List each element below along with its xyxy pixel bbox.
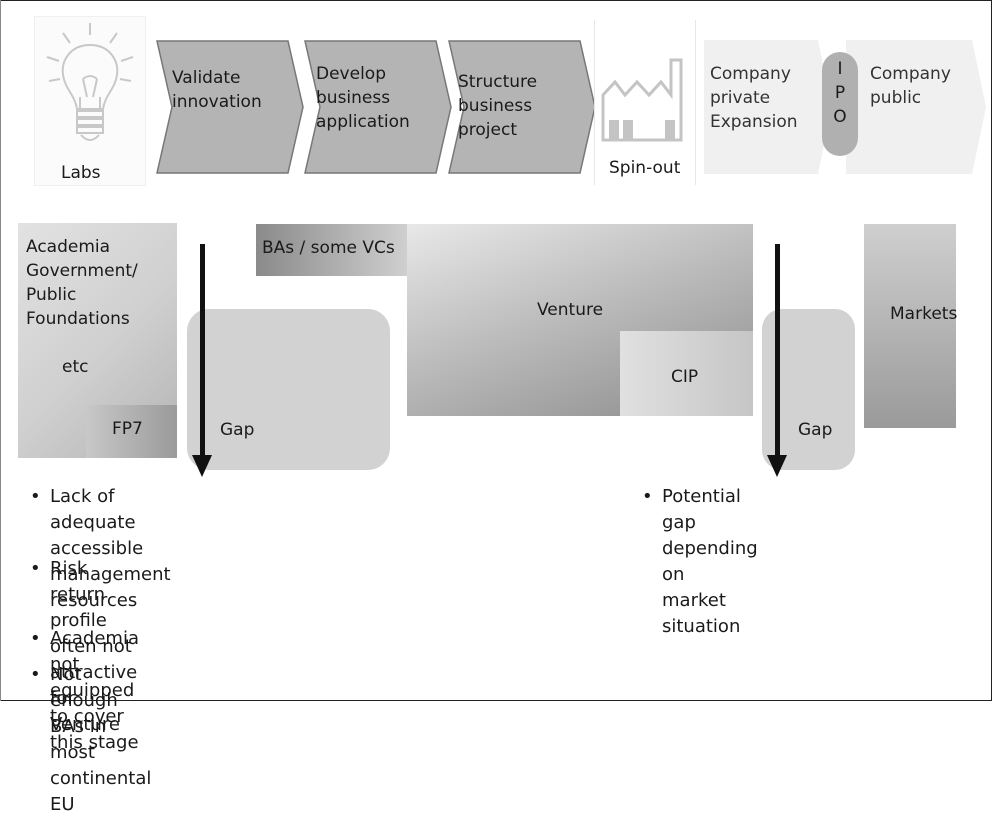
markets-box: Markets	[864, 224, 958, 428]
ipo-label: I P O	[833, 59, 847, 127]
academia-etc-label: etc	[62, 357, 89, 377]
fp7-box: FP7	[86, 405, 177, 458]
spinout-label: Spin-out	[609, 158, 681, 178]
chevron-company-private: Company private Expansion	[704, 40, 832, 174]
structure-business-project-label: Structure business project	[458, 72, 538, 140]
frame-left-border	[0, 0, 1, 701]
lightbulb-icon	[46, 23, 134, 141]
gap-right-label: Gap	[798, 420, 833, 440]
labs-stage: Labs	[34, 16, 146, 186]
fp7-label: FP7	[112, 419, 143, 439]
labs-label: Labs	[61, 163, 101, 183]
factory-icon	[601, 58, 683, 142]
company-private-expansion-label: Company private Expansion	[710, 64, 798, 132]
cip-label: CIP	[671, 367, 699, 387]
cip-box: CIP	[620, 331, 753, 416]
gap-left-label: Gap	[220, 420, 255, 440]
gap-left-box: Gap	[187, 309, 390, 470]
spinout-stage: Spin-out	[594, 20, 696, 185]
chevron-company-public: Company public	[846, 40, 986, 174]
validate-innovation-label: Validate innovation	[172, 68, 262, 112]
develop-business-application-label: Develop business application	[316, 64, 410, 132]
bas-vcs-label: BAs / some VCs	[262, 238, 395, 258]
chevron-develop: Develop business application	[304, 40, 452, 174]
frame-top-border	[0, 0, 992, 1]
bas-vcs-box: BAs / some VCs	[256, 224, 407, 276]
chevron-validate: Validate innovation	[156, 40, 304, 174]
markets-label: Markets	[890, 304, 958, 324]
chevron-structure: Structure business project	[448, 40, 596, 174]
academia-label: Academia Government/ Public Foundations	[26, 237, 138, 329]
company-public-label: Company public	[870, 64, 951, 108]
ipo-oval: I P O	[822, 52, 858, 156]
venture-label: Venture	[537, 300, 604, 320]
